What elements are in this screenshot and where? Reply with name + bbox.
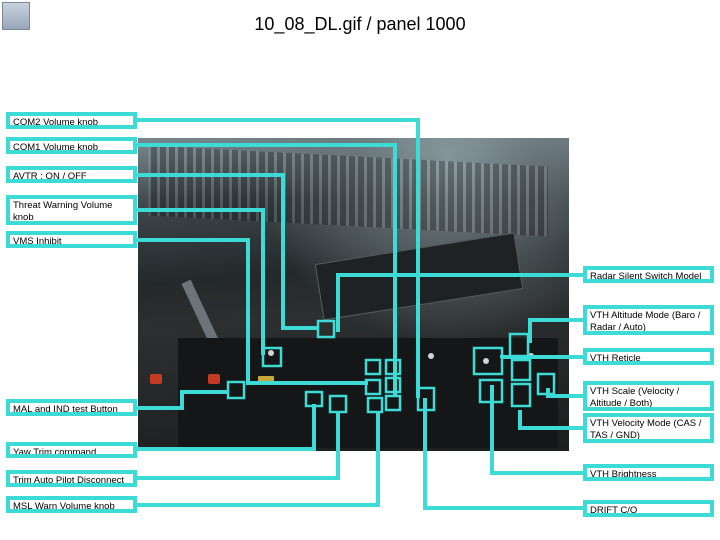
label-vth-scale: VTH Scale (Velocity / Altitude / Both) [583,381,714,411]
label-trim-ap-disconnect: Trim Auto Pilot Disconnect [6,470,137,487]
label-radar-silent: Radar Silent Switch Model [583,266,714,283]
target-marker [304,390,324,408]
target-marker [384,376,402,394]
target-marker [328,394,348,414]
callout-line [546,388,583,398]
target-marker [384,358,402,376]
hazard-switch [258,376,274,384]
label-com1-volume: COM1 Volume knob [6,137,137,154]
label-vth-velocity: VTH Velocity Mode (CAS / TAS / GND) [583,413,714,443]
knob [483,358,489,364]
label-avtr: AVTR : ON / OFF [6,166,137,183]
target-marker [472,346,504,376]
canopy-glare [138,138,569,198]
target-marker [226,380,246,400]
target-marker [510,382,532,408]
label-drift-co: DRIFT C/O [583,500,714,517]
callout-line [336,273,583,332]
callout-line [137,143,397,396]
label-yaw-trim: Yaw Trim command [6,442,137,458]
callout-line [137,404,316,451]
target-marker [364,358,382,376]
target-marker [261,346,283,368]
label-msl-warn: MSL Warn Volume knob [6,496,137,513]
target-marker [478,378,504,404]
callout-line [137,390,228,410]
red-switch [150,374,162,384]
label-com2-volume: COM2 Volume knob [6,112,137,129]
label-vth-altitude: VTH Altitude Mode (Baro / Radar / Auto) [583,305,714,335]
knob [428,353,434,359]
home-icon[interactable] [2,2,30,30]
callout-line [490,385,583,475]
target-marker [364,378,382,396]
target-marker [384,394,402,412]
callout-line [518,410,583,430]
callout-line [137,238,368,385]
callout-line [423,398,583,510]
red-switch [208,374,220,384]
target-marker [536,372,556,396]
callout-line [137,173,318,330]
label-threat-warning: Threat Warning Volume knob [6,195,137,225]
target-marker [366,396,384,414]
callout-line [137,208,265,355]
callout-line [137,118,420,398]
label-vth-brightness: VTH Brightness [583,464,714,481]
callout-line [528,318,583,343]
label-vth-reticle: VTH Reticle [583,348,714,365]
target-marker [416,386,436,412]
target-marker [508,332,530,358]
target-marker [316,319,336,339]
target-marker [510,358,532,382]
callout-line [137,412,340,480]
label-mal-ind-test: MAL and IND test Button [6,399,137,416]
page-title: 10_08_DL.gif / panel 1000 [254,14,466,34]
label-vms-inhibit: VMS Inhibit [6,231,137,248]
callout-line [137,412,380,507]
knob [268,350,274,356]
